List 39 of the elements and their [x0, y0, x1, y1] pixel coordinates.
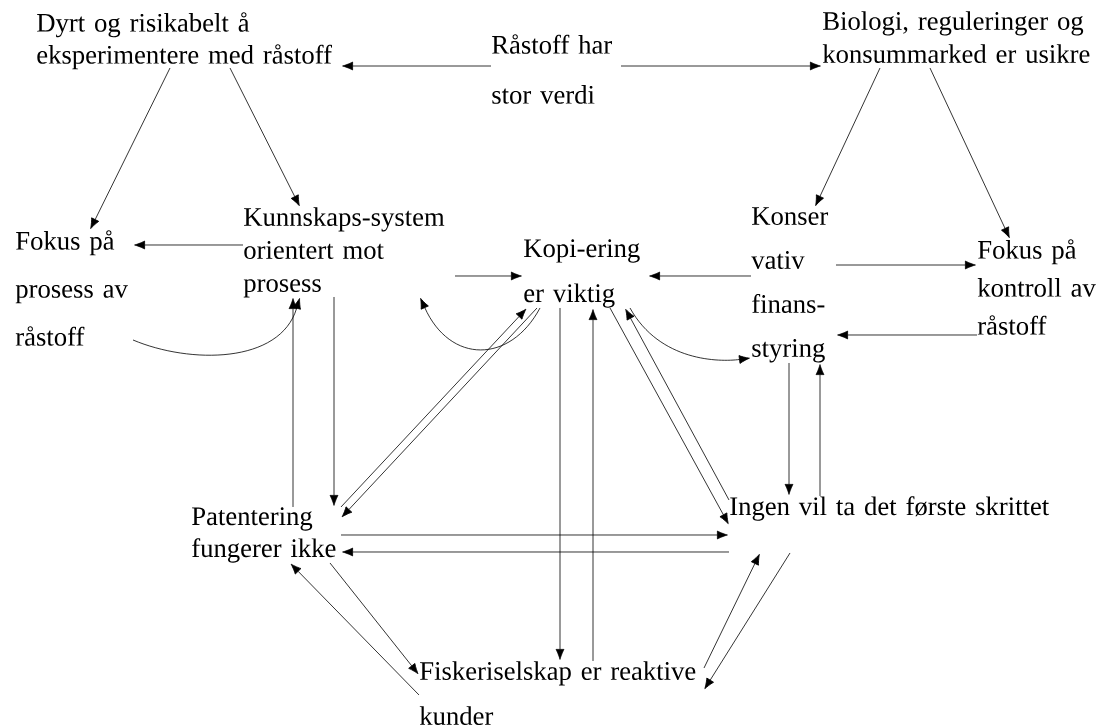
arrow: [90, 67, 171, 229]
concept-label: Fokus på prosess av råstoff: [15, 230, 128, 346]
arrow: [329, 296, 339, 506]
arrow: [288, 298, 298, 508]
concept-label: Fokus på kontroll av råstoff: [977, 239, 1096, 335]
arrow: [837, 330, 978, 340]
arrow: [588, 309, 598, 662]
arrow: [454, 271, 522, 281]
arrow: [649, 271, 752, 281]
arrow: [340, 530, 728, 540]
arrow: [555, 307, 565, 660]
arrow: [609, 307, 729, 524]
concept-label: Kunnskaps-system orientert mot prosess: [243, 207, 445, 298]
arrow: [784, 362, 794, 495]
arrow: [342, 61, 492, 71]
concept-label: Råstoff har stor verdi: [492, 34, 612, 104]
arrow: [342, 547, 730, 557]
concept-label: Ingen vil ta det første skrittet: [730, 496, 1050, 521]
arrow: [290, 563, 420, 696]
arrow: [815, 67, 881, 206]
arrow: [703, 554, 760, 669]
concept-label: Kopi-ering er viktig: [524, 239, 640, 308]
arrow: [625, 309, 730, 501]
arrow: [815, 364, 825, 497]
arrow: [229, 67, 300, 206]
arrow: [420, 298, 541, 351]
concept-label: Patentering fungerer ikke: [192, 507, 336, 563]
arrow: [132, 298, 301, 356]
arrow: [929, 67, 1010, 238]
concept-label: Fiskeriselskap er reaktive kunder: [419, 661, 696, 725]
arrow: [329, 562, 419, 675]
arrow: [620, 61, 821, 71]
concept-label: Dyrt og risikabelt å eksperimentere med råstoff: [37, 12, 332, 70]
arrow: [704, 552, 791, 690]
arrow: [629, 307, 750, 364]
arrow: [835, 260, 976, 270]
concept-label: Konser vativ finans-styring: [751, 207, 829, 363]
concept-label: Biologi, reguleringer og konsummarked er usikre: [822, 11, 1090, 63]
arrow: [134, 240, 244, 250]
